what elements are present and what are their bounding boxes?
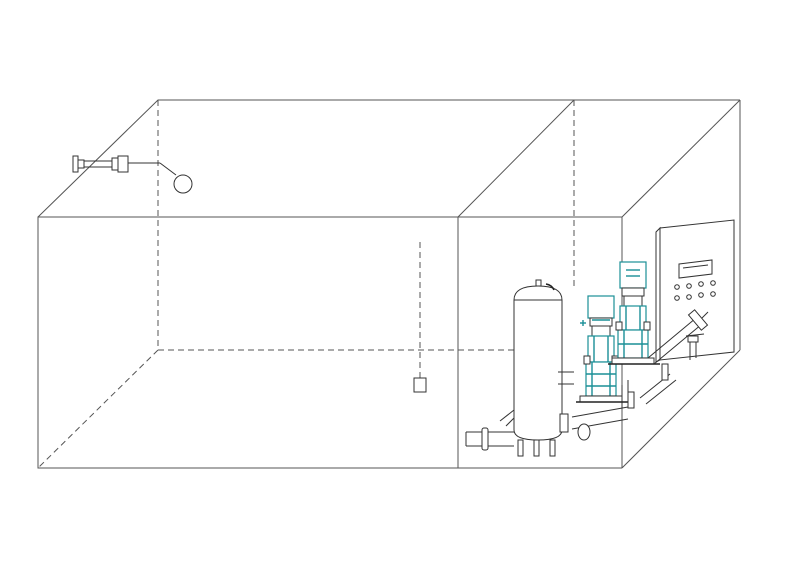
room-side-edge bbox=[621, 349, 741, 469]
suction-pipe bbox=[465, 409, 515, 451]
float-valve-icon bbox=[72, 155, 193, 194]
vertical-pump-icon bbox=[608, 261, 660, 365]
tank-hidden-edge bbox=[37, 349, 159, 469]
tank-front-face bbox=[37, 216, 459, 469]
control-cabinet-icon bbox=[655, 219, 735, 363]
pump-room bbox=[458, 99, 741, 469]
discharge-pipe bbox=[627, 309, 709, 409]
room-top-edge bbox=[621, 99, 741, 218]
level-sensor-icon bbox=[413, 377, 427, 393]
water-tank bbox=[37, 99, 576, 469]
pressure-tank-icon bbox=[513, 279, 563, 457]
tank-top-face bbox=[37, 99, 576, 218]
